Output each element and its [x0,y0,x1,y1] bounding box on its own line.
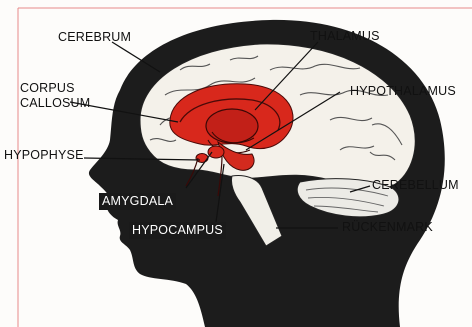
label-rueckenmark: RÜCKENMARK [342,220,433,235]
label-amygdala: AMYGDALA [99,193,176,210]
label-thalamus: THALAMUS [310,29,380,44]
label-corpus-callosum: CORPUS CALLOSUM [20,81,90,111]
label-cerebellum: CEREBELLUM [372,178,459,193]
label-hypocampus: HYPOCAMPUS [129,222,226,239]
label-cerebrum: CEREBRUM [58,30,131,45]
label-corpus-callosum-line-1: CORPUS [20,81,90,96]
label-hypothalamus: HYPOTHALAMUS [350,84,456,99]
label-corpus-callosum-line-2: CALLOSUM [20,96,90,111]
label-hypophyse: HYPOPHYSE [4,148,84,163]
